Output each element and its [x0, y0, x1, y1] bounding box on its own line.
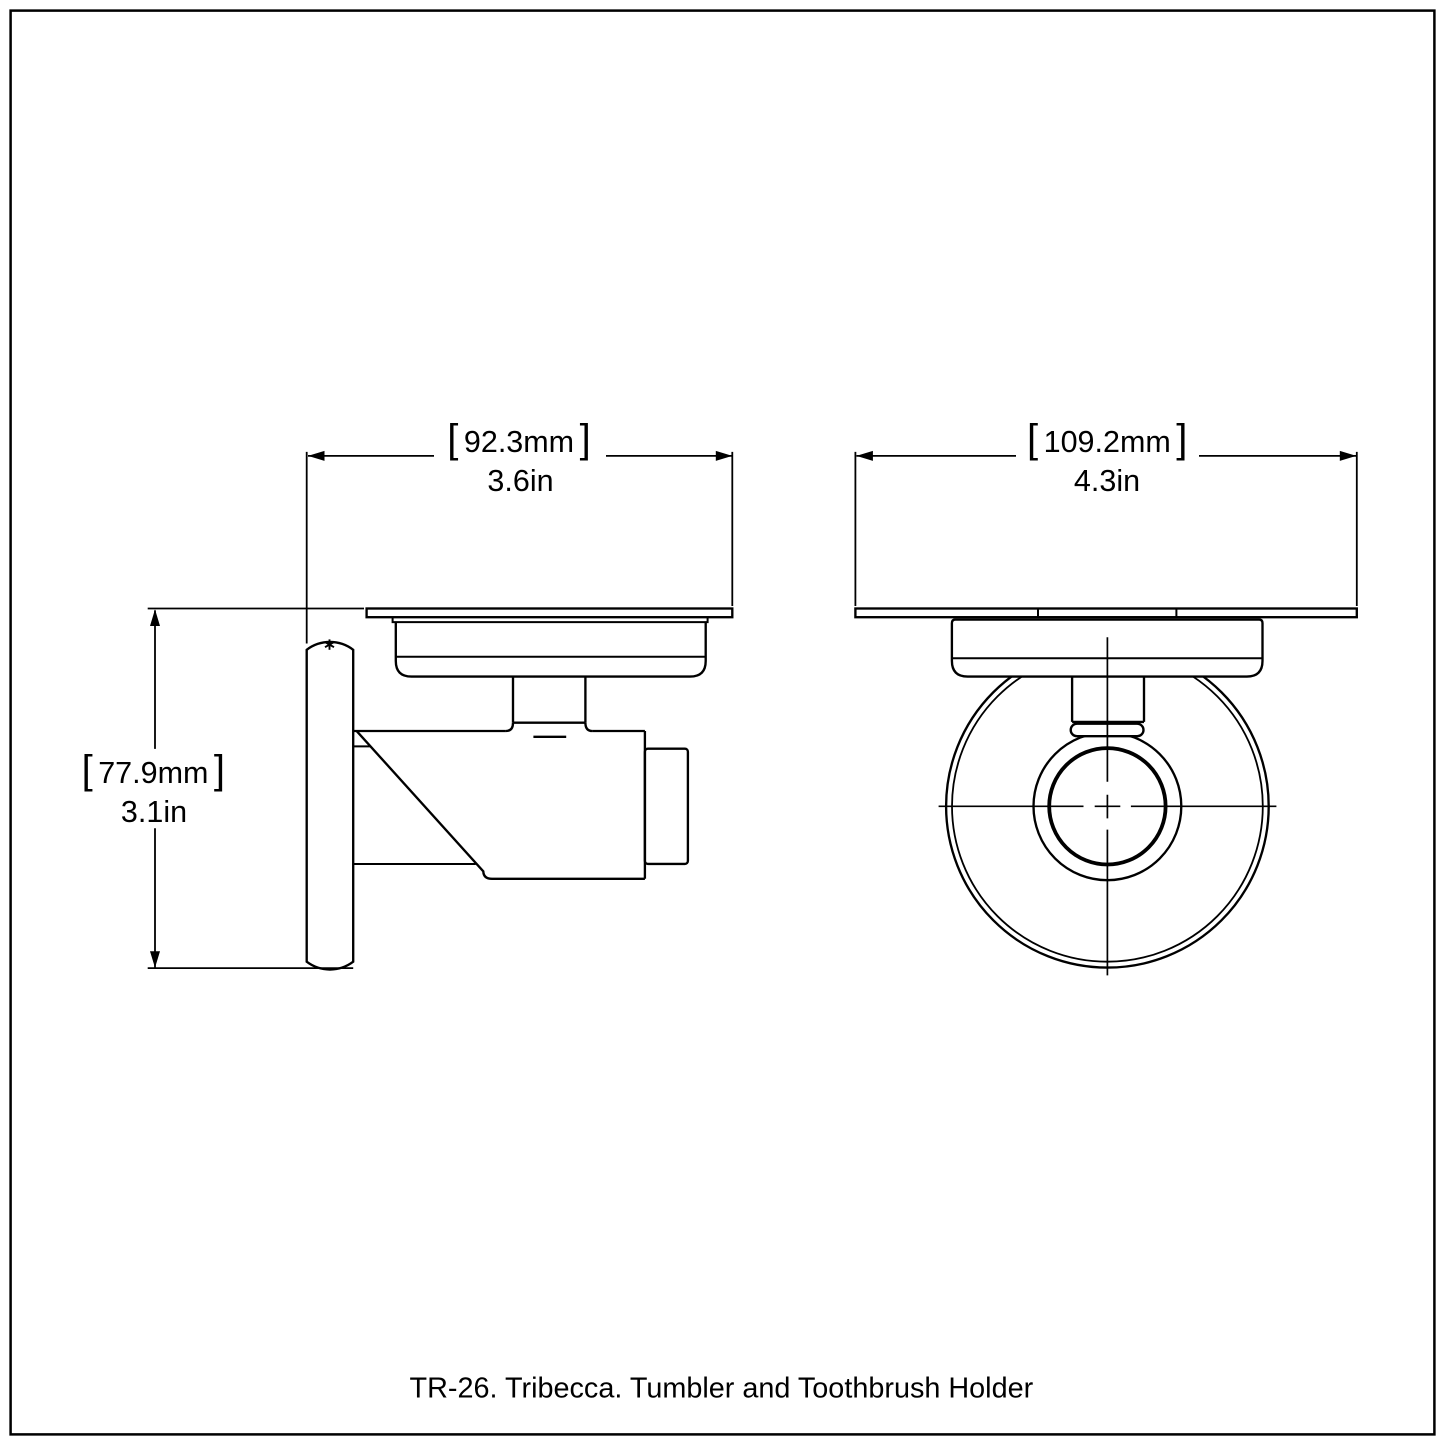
svg-text:TR-26. Tribecca. Tumbler and T: TR-26. Tribecca. Tumbler and Toothbrush … — [410, 1373, 1034, 1405]
svg-text:3.6in: 3.6in — [487, 464, 553, 498]
svg-text:[92.3mm]: [92.3mm] — [447, 417, 590, 461]
svg-text:[77.9mm]: [77.9mm] — [82, 748, 225, 792]
svg-text:3.1in: 3.1in — [121, 795, 187, 829]
svg-text:4.3in: 4.3in — [1074, 464, 1140, 498]
svg-text:[109.2mm]: [109.2mm] — [1027, 417, 1187, 461]
